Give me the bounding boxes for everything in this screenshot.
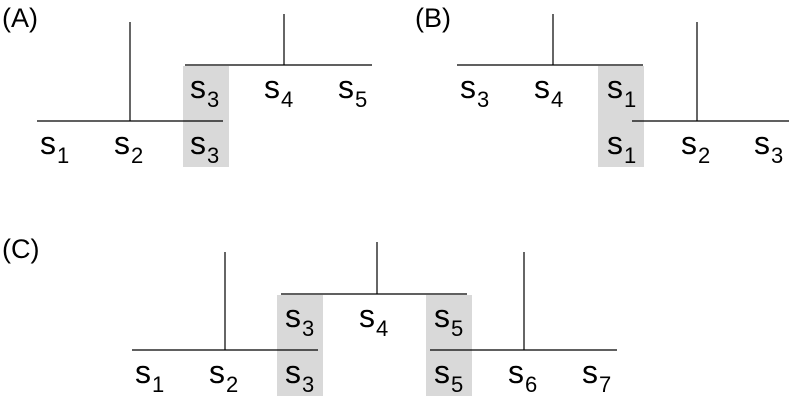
panel-b-bottom-row: s1 s2 s3 [607,125,783,168]
panel-c-right-row: s5 s6 s7 [434,354,611,397]
panel-label-c: (C) [2,234,39,264]
highlight-box-c-s5 [426,295,472,396]
symbol-b-top-1: s3 [460,69,489,112]
highlight-box-a-s3 [183,66,229,167]
panel-b-tree-top [457,14,643,66]
highlight-box-b-s1 [598,66,644,167]
panel-label-b: (B) [415,3,451,33]
panel-label-a: (A) [2,3,38,33]
symbol-c-left-3: s3 [285,354,314,397]
symbol-c-left-1: s1 [135,354,164,397]
panel-a-tree-bottom [37,22,223,122]
symbol-a-top-1: s3 [190,69,219,112]
symbol-a-top-2: s4 [264,69,293,112]
panel-b-tree-bottom [632,22,789,122]
highlight-boxes [183,66,644,396]
symbol-c-left-2: s2 [209,354,238,397]
symbol-c-middle-3: s5 [434,298,463,341]
symbol-c-right-1: s5 [434,354,463,397]
panel-c-left-row: s1 s2 s3 [135,354,314,397]
symbol-a-bottom-2: s2 [114,125,143,168]
symbol-a-bottom-3: s3 [190,125,219,168]
panel-a-bottom-row: s1 s2 s3 [40,125,219,168]
symbol-c-right-3: s7 [582,354,611,397]
highlight-box-c-s3 [277,295,323,396]
symbol-c-middle-2: s4 [359,298,388,341]
symbol-c-right-2: s6 [508,354,537,397]
symbol-b-bottom-1: s1 [607,125,636,168]
panel-c-tree-left [132,252,318,351]
symbol-a-bottom-1: s1 [40,125,69,168]
symbol-a-top-3: s5 [338,69,367,112]
panel-c-tree-middle [281,242,467,295]
symbol-b-top-3: s1 [607,69,636,112]
panel-a-top-row: s3 s4 s5 [190,69,367,112]
panel-c-middle-row: s3 s4 s5 [285,298,463,341]
symbol-b-top-2: s4 [534,69,563,112]
symbol-b-bottom-2: s2 [681,125,710,168]
symbol-b-bottom-3: s3 [754,125,783,168]
panel-a-tree-top [185,14,372,66]
symbol-c-middle-1: s3 [285,298,314,341]
panel-b-top-row: s3 s4 s1 [460,69,636,112]
panel-c-tree-right [430,252,617,351]
